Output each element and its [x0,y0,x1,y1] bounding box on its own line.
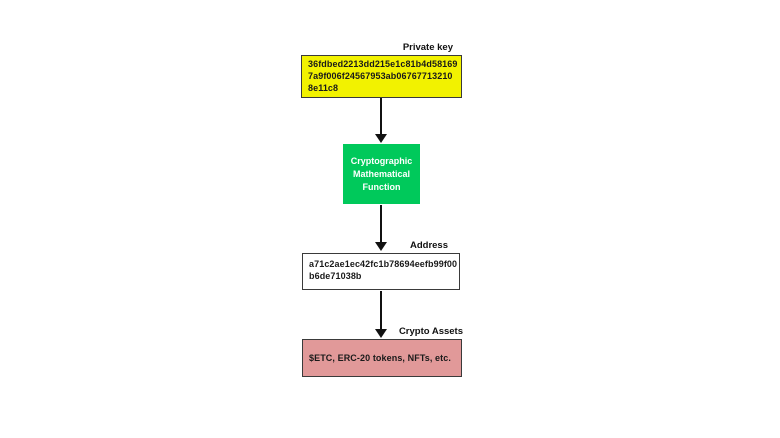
arrow-shaft [380,291,382,330]
address-value-line: a71c2ae1ec42fc1b78694eefb99f00 [309,259,458,269]
flow-arrow-down-icon [375,98,387,143]
flow-arrow-down-icon [375,291,387,338]
cryptographic-function-box: Cryptographic Mathematical Function [343,144,420,204]
private-key-value-line: 7a9f006f24567953ab06767713210 [308,70,453,81]
arrow-head [375,134,387,143]
crypto-assets-label: Crypto Assets [398,326,463,337]
flow-arrow-down-icon [375,205,387,251]
address-label: Address [409,240,448,251]
function-box-line: Mathematical [352,168,411,179]
private-key-label: Private key [402,42,453,53]
address-box: a71c2ae1ec42fc1b78694eefb99f00 b6de71038… [302,253,460,290]
private-key-value-line: 8e11c8 [308,82,339,93]
arrow-head [375,242,387,251]
private-key-box: 36fdbed2213dd215e1c81b4d58169 7a9f006f24… [301,55,462,98]
function-box-line: Function [362,181,401,192]
private-key-value-line: 36fdbed2213dd215e1c81b4d58169 [308,59,458,69]
arrow-head [375,329,387,338]
arrow-shaft [380,98,382,135]
address-value-line: b6de71038b [309,271,362,281]
function-box-line: Cryptographic [350,155,413,166]
arrow-shaft [380,205,382,243]
crypto-assets-text: $ETC, ERC-20 tokens, NFTs, etc. [309,353,451,363]
crypto-assets-box: $ETC, ERC-20 tokens, NFTs, etc. [302,339,462,377]
